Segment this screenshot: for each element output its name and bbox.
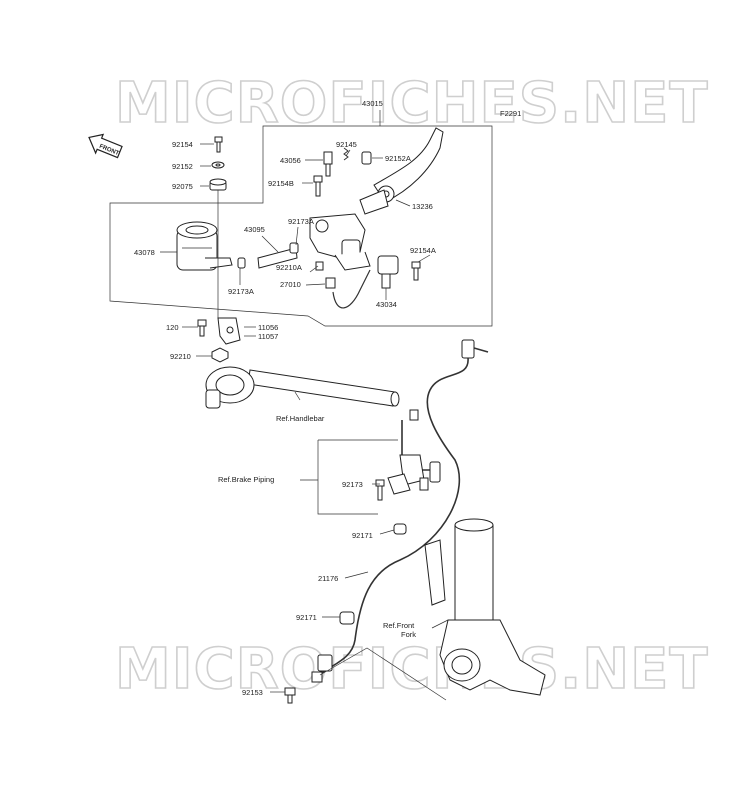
brake-piping-junction (387, 409, 441, 495)
ref-front-fork-label-line1: Ref.Front (383, 621, 415, 630)
part-label-43015: 43015 (362, 99, 383, 108)
assembly-outline (109, 125, 493, 327)
figure-code: F2291 (500, 109, 521, 118)
part-label-92173: 92173 (342, 480, 363, 489)
brake-piping-bracket (317, 440, 378, 515)
part-label-92171-upper: 92171 (352, 531, 373, 540)
collar-92152A (361, 151, 372, 165)
part-label-92210A: 92210A (276, 263, 302, 272)
brake-hose-21176 (319, 339, 489, 676)
fork-ref-bracket (319, 647, 447, 701)
part-label-92154A: 92154A (410, 246, 436, 255)
part-label-43056: 43056 (280, 156, 301, 165)
part-label-43034: 43034 (376, 300, 397, 309)
spring-92145 (343, 147, 349, 161)
brake-lever-13236 (359, 127, 444, 215)
part-label-92154: 92154 (172, 140, 193, 149)
ref-front-fork-label-line2: Fork (401, 630, 416, 639)
part-label-92154B: 92154B (268, 179, 294, 188)
front-fork (424, 518, 546, 696)
ref-handlebar-label: Ref.Handlebar (276, 414, 325, 423)
bolt-92154A (411, 261, 421, 281)
part-label-92152A: 92152A (385, 154, 411, 163)
bolt-120 (197, 319, 207, 337)
switch-wire-27010 (315, 261, 371, 309)
part-label-92173A-bottom: 92173A (228, 287, 254, 296)
part-label-11056: 11056 (258, 323, 278, 332)
part-label-43078: 43078 (134, 248, 155, 257)
bolt-92173 (375, 479, 385, 501)
reservoir-43078 (176, 221, 233, 271)
part-label-11057: 11057 (258, 332, 278, 341)
watermark-bottom: MICROFICHES.NET (115, 637, 709, 702)
switch-43034 (377, 255, 399, 289)
bolt-92154 (214, 136, 223, 153)
part-label-43095: 43095 (244, 225, 265, 234)
grommet-92075 (209, 178, 227, 191)
part-label-92171-lower: 92171 (296, 613, 317, 622)
master-cylinder-body (309, 213, 371, 271)
part-label-21176: 21176 (318, 574, 338, 583)
hose-fitting-lower (311, 654, 333, 683)
part-label-92173A-top: 92173A (288, 217, 314, 226)
hose-43095 (237, 242, 299, 269)
ref-brake-piping-label: Ref.Brake Piping (218, 475, 274, 484)
washer-92152 (211, 161, 225, 169)
banjo-bolt-92153 (284, 687, 296, 704)
part-label-92145: 92145 (336, 140, 357, 149)
part-label-120: 120 (166, 323, 179, 332)
clip-92171-upper (393, 523, 407, 535)
part-label-92153: 92153 (242, 688, 263, 697)
clamp-11056 (217, 317, 241, 345)
nut-92210 (211, 347, 229, 363)
part-label-13236: 13236 (412, 202, 433, 211)
bolt-92154B (313, 175, 323, 197)
part-label-92075: 92075 (172, 182, 193, 191)
pivot-43056 (323, 151, 333, 177)
part-label-92210: 92210 (170, 352, 191, 361)
clip-92171-lower (339, 611, 355, 625)
part-label-92152: 92152 (172, 162, 193, 171)
part-label-27010: 27010 (280, 280, 301, 289)
handlebar (205, 366, 400, 409)
